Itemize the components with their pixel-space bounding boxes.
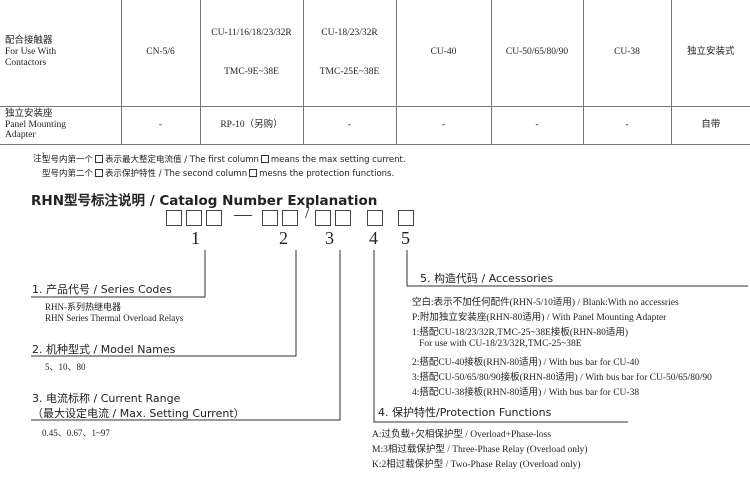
blank-box-icon — [260, 155, 269, 163]
current-range-label-2: （最大设定电流 / Max. Setting Current） — [32, 407, 245, 420]
code-dash: — — [234, 204, 252, 224]
series-line: RHN Series Thermal Overload Relays — [45, 313, 184, 323]
table-cell: CU-11/16/18/23/32R TMC-9E~38E — [199, 0, 304, 107]
code-box-accessory — [398, 210, 414, 226]
blank-box-icon — [95, 169, 104, 177]
code-digit: 3 — [325, 228, 334, 248]
accessory-line: P:附加独立安装座(RHN-80适用) / With Panel Mountin… — [412, 313, 667, 323]
accessory-line: 4:搭配CU-38接板(RHN-80适用) / With bus bar for… — [412, 388, 640, 398]
table-cell: - — [490, 105, 584, 145]
contactor-table: 配合接触器 For Use With Contactors CN-5/6 CU-… — [0, 0, 750, 145]
connector-protection — [373, 250, 628, 423]
connector-model — [31, 250, 297, 357]
current-line: 0.45、0.67、1~97 — [42, 428, 110, 438]
table-cell: CU-38 — [582, 0, 672, 107]
code-box-model — [282, 210, 298, 226]
section-title: RHN型号标注说明 / Catalog Number Explanation — [31, 193, 378, 209]
connector-current — [31, 250, 341, 421]
table-cell: 独立安装式 — [670, 0, 750, 107]
accessory-line: For use with CU-18/23/32R,TMC-25~38E — [412, 339, 582, 349]
model-names-label: 2. 机种型式 / Model Names — [32, 343, 176, 356]
accessories-label: 5. 构造代码 / Accessories — [420, 272, 554, 285]
code-digit: 5 — [401, 228, 410, 248]
table-row-adapter: 独立安装座 Panel Mounting Adapter - RP-10（另购）… — [0, 105, 750, 145]
blank-box-icon — [249, 169, 258, 177]
protection-line: K:2相过载保护型 / Two-Phase Relay (Overload on… — [372, 460, 581, 470]
table-cell: - — [395, 105, 492, 145]
accessory-line: 空白:表示不加任何配件(RHN-5/10适用) / Blank:With no … — [412, 298, 679, 308]
current-range-label: 3. 电流标称 / Current Range — [32, 392, 181, 405]
accessory-line: 3:搭配CU-50/65/80/90接板(RHN-80适用) / With bu… — [412, 373, 712, 383]
code-box-model — [262, 210, 278, 226]
table-cell: 自带 — [670, 105, 750, 145]
code-digit: 4 — [369, 228, 378, 248]
code-slash: / — [305, 205, 310, 222]
protection-line: M:3相过载保护型 / Three-Phase Relay (Overload … — [372, 445, 588, 455]
protection-functions-label: 4. 保护特性/Protection Functions — [378, 406, 552, 419]
accessory-line: 1:搭配CU-18/23/32R,TMC-25~38E接板(RHN-80适用) — [412, 328, 628, 338]
row-header-adapter: 独立安装座 Panel Mounting Adapter — [0, 105, 122, 145]
code-box-protection — [367, 210, 383, 226]
code-box-series — [166, 210, 182, 226]
code-digit: 2 — [279, 228, 288, 248]
note-mark: 注1 — [33, 152, 46, 164]
table-cell: CU-40 — [395, 0, 492, 107]
table-cell: RP-10（另购） — [199, 105, 304, 145]
code-box-series — [186, 210, 202, 226]
model-line: 5、10、80 — [45, 362, 86, 372]
code-digit: 1 — [191, 228, 200, 248]
blank-box-icon — [95, 155, 104, 163]
code-box-series — [206, 210, 222, 226]
accessory-line: 2:搭配CU-40接板(RHN-80适用) / With bus bar for… — [412, 358, 640, 368]
series-codes-label: 1. 产品代号 / Series Codes — [32, 283, 172, 296]
connector-accessory — [406, 250, 748, 287]
code-box-current — [315, 210, 331, 226]
table-cell: - — [302, 105, 397, 145]
connector-series — [31, 250, 206, 298]
series-line: RHN-系列热继电器 — [45, 302, 121, 312]
row-header-contactors: 配合接触器 For Use With Contactors — [0, 0, 122, 107]
code-box-current — [335, 210, 351, 226]
table-row-contactors: 配合接触器 For Use With Contactors CN-5/6 CU-… — [0, 0, 750, 107]
protection-line: A:过负载+欠相保护型 / Overload+Phase-loss — [372, 430, 552, 440]
